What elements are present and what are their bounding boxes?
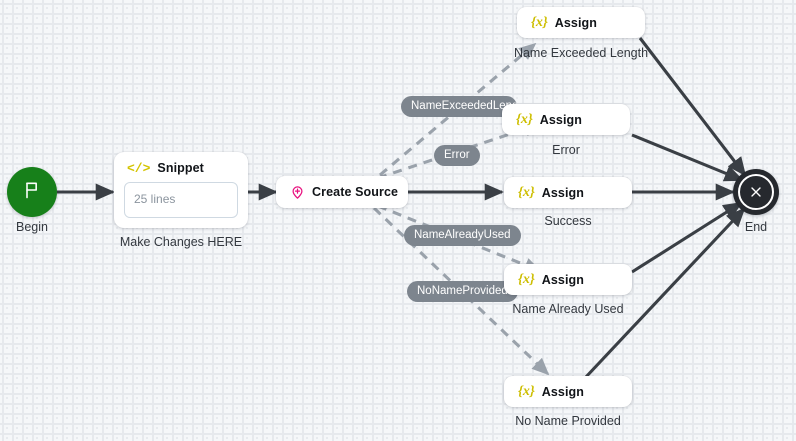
assign-title: Assign <box>539 112 583 127</box>
variable-x-icon: {x} <box>516 111 533 127</box>
assign-row: {x} Assign <box>504 271 632 287</box>
assign-row: {x} Assign <box>504 184 632 200</box>
assign-title: Assign <box>541 272 585 287</box>
variable-x-icon: {x} <box>518 184 535 200</box>
end-ring <box>738 174 774 210</box>
create-source-row: Create Source <box>276 185 412 200</box>
code-brackets-icon: </> <box>127 160 151 176</box>
node-snippet[interactable]: </> Snippet 25 lines <box>114 152 248 228</box>
node-create-source[interactable]: Create Source <box>276 176 408 208</box>
edge-error-end <box>631 133 744 182</box>
node-assign-name-exceeded-length[interactable]: {x} Assign <box>517 7 645 38</box>
edge-nonameprovided-end <box>583 207 746 380</box>
edge-label-name-already-used[interactable]: NameAlreadyUsed <box>404 225 521 246</box>
node-end[interactable] <box>733 169 779 215</box>
node-begin[interactable] <box>7 167 57 217</box>
node-snippet-caption: Make Changes HERE <box>119 235 243 249</box>
snippet-title: Snippet <box>157 161 204 175</box>
node-assign-no-name-provided-caption: No Name Provided <box>515 414 621 428</box>
node-assign-error-caption: Error <box>552 143 580 157</box>
node-begin-caption: Begin <box>16 220 48 234</box>
node-assign-no-name-provided[interactable]: {x} Assign <box>504 376 632 407</box>
assign-row: {x} Assign <box>502 111 630 127</box>
node-assign-error[interactable]: {x} Assign <box>502 104 630 135</box>
assign-title: Assign <box>554 15 598 30</box>
node-end-caption: End <box>744 220 768 234</box>
variable-x-icon: {x} <box>518 383 535 399</box>
edge-label-error[interactable]: Error <box>434 145 480 166</box>
assign-title: Assign <box>541 384 585 399</box>
edge-namealreadyused-end <box>631 201 743 274</box>
node-assign-name-exceeded-length-caption: Name Exceeded Length <box>513 46 649 60</box>
node-assign-name-already-used-caption: Name Already Used <box>512 302 624 316</box>
node-assign-name-already-used[interactable]: {x} Assign <box>504 264 632 295</box>
edge-nameexceeded-end <box>638 37 747 177</box>
snippet-header: </> Snippet <box>124 160 238 182</box>
create-source-title: Create Source <box>312 185 399 199</box>
snippet-line-count: 25 lines <box>134 192 176 206</box>
snippet-body[interactable]: 25 lines <box>124 182 238 218</box>
flag-icon <box>22 180 42 205</box>
map-pin-plus-icon <box>290 185 305 200</box>
assign-row: {x} Assign <box>517 14 645 30</box>
variable-x-icon: {x} <box>531 14 548 30</box>
node-assign-success[interactable]: {x} Assign <box>504 177 632 208</box>
assign-row: {x} Assign <box>504 383 632 399</box>
edge-label-name-exceeded-length[interactable]: NameExceededLength <box>401 96 517 117</box>
close-x-icon <box>751 187 761 197</box>
node-assign-success-caption: Success <box>544 214 592 228</box>
variable-x-icon: {x} <box>518 271 535 287</box>
edge-label-no-name-provided[interactable]: NoNameProvided <box>407 281 518 302</box>
assign-title: Assign <box>541 185 585 200</box>
